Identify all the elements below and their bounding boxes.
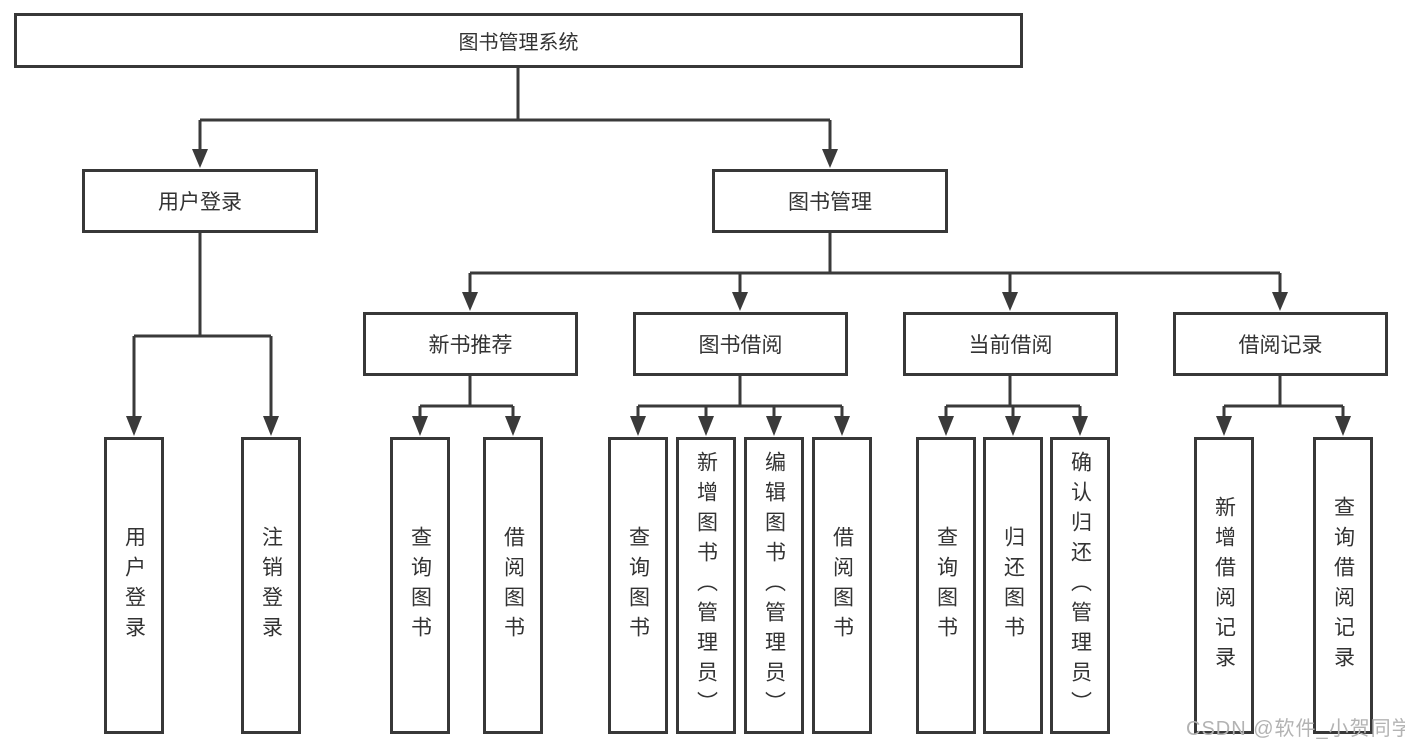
leaf-add-books-admin: 新增图书（管理员） [676, 437, 736, 734]
leaf-user-login: 用户登录 [104, 437, 164, 734]
leaf-edit-books-admin: 编辑图书（管理员） [744, 437, 804, 734]
node-library-management-system: 图书管理系统 [14, 13, 1023, 68]
leaf-logout: 注销登录 [241, 437, 301, 734]
node-borrowing-records: 借阅记录 [1173, 312, 1388, 376]
node-book-borrowing: 图书借阅 [633, 312, 848, 376]
leaf-add-borrow-record: 新增借阅记录 [1194, 437, 1254, 734]
leaf-query-books-recommend: 查询图书 [390, 437, 450, 734]
node-user-login: 用户登录 [82, 169, 318, 233]
leaf-confirm-return-admin: 确认归还（管理员） [1050, 437, 1110, 734]
node-current-borrowing: 当前借阅 [903, 312, 1118, 376]
leaf-return-books: 归还图书 [983, 437, 1043, 734]
leaf-query-borrow-record: 查询借阅记录 [1313, 437, 1373, 734]
csdn-watermark: CSDN @软件_小贺同学 [1186, 718, 1405, 740]
node-book-management: 图书管理 [712, 169, 948, 233]
leaf-query-books-borrow: 查询图书 [608, 437, 668, 734]
leaf-query-books-current: 查询图书 [916, 437, 976, 734]
node-new-book-recommendation: 新书推荐 [363, 312, 578, 376]
leaf-borrow-books: 借阅图书 [812, 437, 872, 734]
leaf-borrow-books-recommend: 借阅图书 [483, 437, 543, 734]
